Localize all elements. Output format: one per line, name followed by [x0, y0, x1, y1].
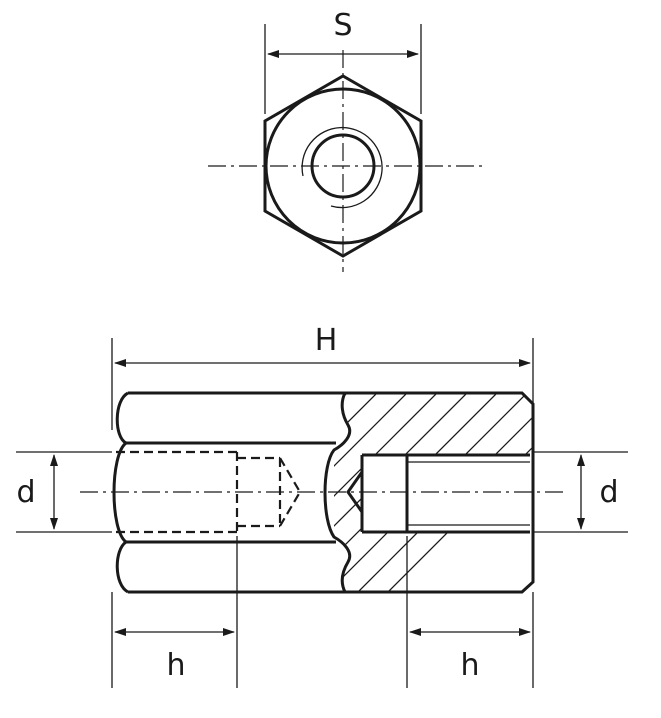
label-s: S: [333, 8, 352, 43]
dimension-d-left: d: [16, 451, 112, 533]
side-view: H: [0, 323, 628, 688]
hatch-line: [334, 393, 401, 592]
hatch-line: [334, 393, 461, 592]
dimension-d-right: d: [533, 451, 628, 533]
hatch-line: [60, 370, 310, 620]
chamfer-circle: [264, 87, 422, 245]
section-thread-right: [346, 453, 530, 534]
thread-minor-circle: [310, 133, 376, 199]
dimension-s: S: [264, 8, 422, 114]
hatch-line: [334, 393, 371, 592]
thread-major-arc: [301, 126, 383, 209]
label-d-right: d: [599, 475, 618, 510]
label-h-total: H: [315, 323, 338, 358]
left-end-bottom: [115, 540, 129, 594]
hatch-line: [30, 370, 280, 620]
end-view: [208, 50, 482, 272]
left-end-top: [115, 391, 129, 445]
dimension-h-left: h: [111, 536, 238, 688]
body-outline: [128, 391, 535, 594]
hatch-line: [334, 393, 431, 592]
hex-outline: [263, 74, 423, 258]
label-h-right: h: [460, 648, 479, 683]
hatch-line: [334, 393, 341, 592]
break-line: [323, 392, 352, 593]
section-hatching: [0, 370, 533, 620]
dimension-h-right: h: [406, 536, 534, 688]
hatch-line: [0, 370, 250, 620]
label-h-left: h: [166, 648, 185, 683]
label-d-left: d: [16, 475, 35, 510]
